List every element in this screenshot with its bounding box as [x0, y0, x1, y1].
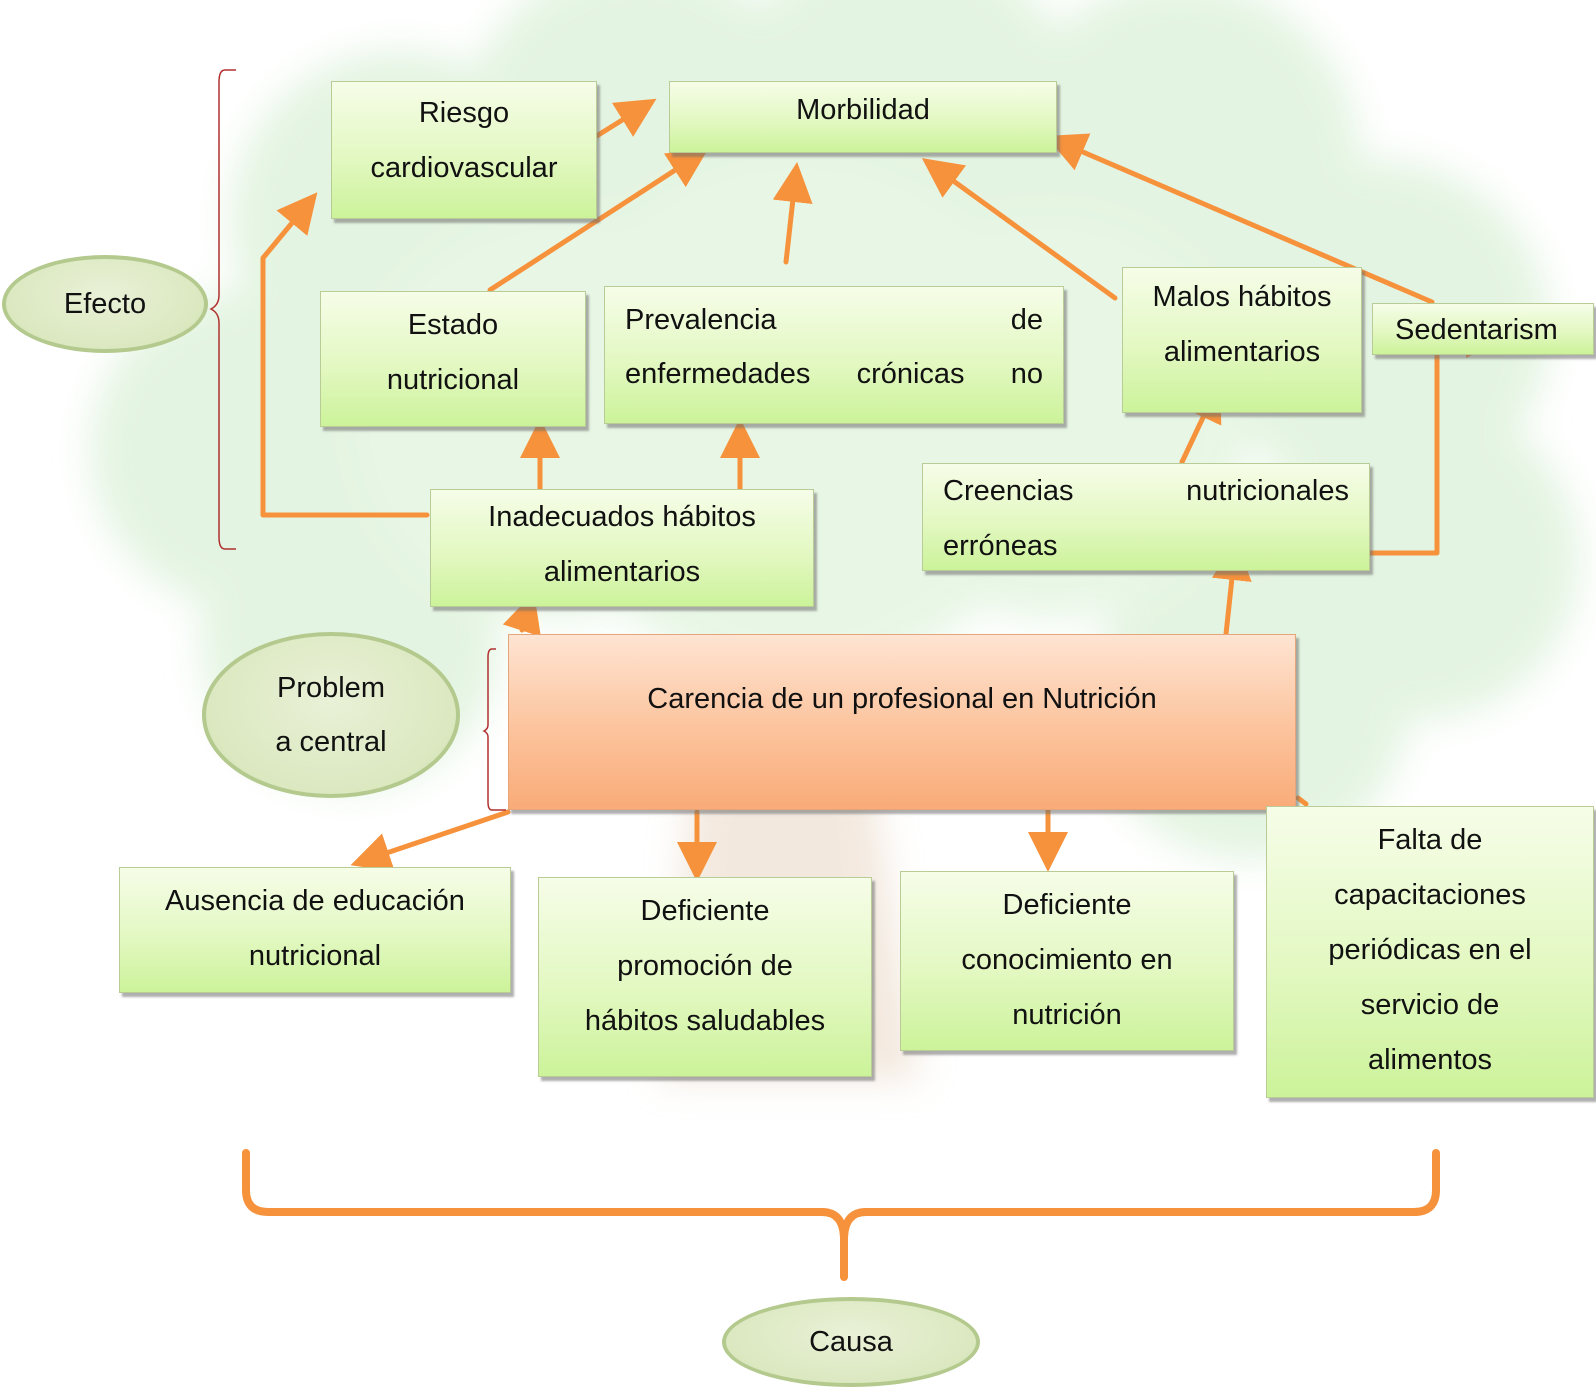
deficiente-conocimiento-box: Deficiente conocimiento en nutrición: [900, 871, 1234, 1051]
capacitaciones-line4: servicio de: [1360, 989, 1500, 1021]
prevalencia-line2: enfermedades crónicas no: [625, 358, 1043, 390]
morbilidad-box: Morbilidad: [669, 81, 1057, 153]
efecto-oval: Efecto: [2, 255, 208, 353]
malos-habitos-box: Malos hábitos alimentarios: [1122, 267, 1362, 413]
problema-central-oval: Problem a central: [202, 632, 460, 798]
estado-nutricional-box: Estado nutricional: [320, 291, 586, 427]
inadecuados-line1: Inadecuados hábitos: [488, 501, 756, 533]
conocimiento-line3: nutrición: [1012, 999, 1122, 1031]
sedentarismo-box: Sedentarism: [1372, 303, 1594, 355]
problema-label-line2: a central: [275, 726, 387, 758]
conocimiento-line1: Deficiente: [1002, 889, 1132, 921]
promocion-line2: promoción de: [617, 950, 793, 982]
central-problem-label: Carencia de un profesional en Nutrición: [647, 683, 1157, 715]
capacitaciones-line2: capacitaciones: [1334, 879, 1526, 911]
ausencia-line2: nutricional: [248, 940, 382, 972]
causa-label: Causa: [809, 1326, 893, 1358]
inadecuados-line2: alimentarios: [543, 556, 701, 588]
central-problem-box: Carencia de un profesional en Nutrición: [508, 634, 1296, 810]
estado-line2: nutricional: [386, 364, 520, 396]
capacitaciones-line3: periódicas en el: [1328, 934, 1532, 966]
malos-line2: alimentarios: [1163, 336, 1321, 368]
sedentarismo-label: Sedentarism: [1395, 314, 1558, 346]
ausencia-line1: Ausencia de educación: [165, 885, 465, 917]
inadecuados-habitos-box: Inadecuados hábitos alimentarios: [430, 489, 814, 607]
estado-line1: Estado: [407, 309, 499, 341]
creencias-line2: erróneas: [943, 530, 1058, 562]
malos-line1: Malos hábitos: [1152, 281, 1332, 313]
promocion-line1: Deficiente: [640, 895, 770, 927]
riesgo-cardiovascular-box: Riesgo cardiovascular: [331, 81, 597, 219]
capacitaciones-line5: alimentos: [1367, 1044, 1493, 1076]
riesgo-line1: Riesgo: [418, 97, 510, 129]
deficiente-promocion-box: Deficiente promoción de hábitos saludabl…: [538, 877, 872, 1077]
creencias-erroneas-box: Creencias nutricionales erróneas: [922, 463, 1370, 571]
efecto-label: Efecto: [63, 288, 147, 320]
causa-oval: Causa: [722, 1297, 980, 1387]
capacitaciones-line1: Falta de: [1377, 824, 1483, 856]
promocion-line3: hábitos saludables: [584, 1005, 826, 1037]
ausencia-educacion-box: Ausencia de educación nutricional: [119, 867, 511, 993]
falta-capacitaciones-box: Falta de capacitaciones periódicas en el…: [1266, 806, 1594, 1098]
conocimiento-line2: conocimiento en: [961, 944, 1173, 976]
riesgo-line2: cardiovascular: [370, 152, 558, 184]
creencias-line1: Creencias nutricionales: [943, 475, 1349, 507]
problema-label-line1: Problem: [276, 672, 385, 704]
morbilidad-label: Morbilidad: [796, 94, 930, 126]
